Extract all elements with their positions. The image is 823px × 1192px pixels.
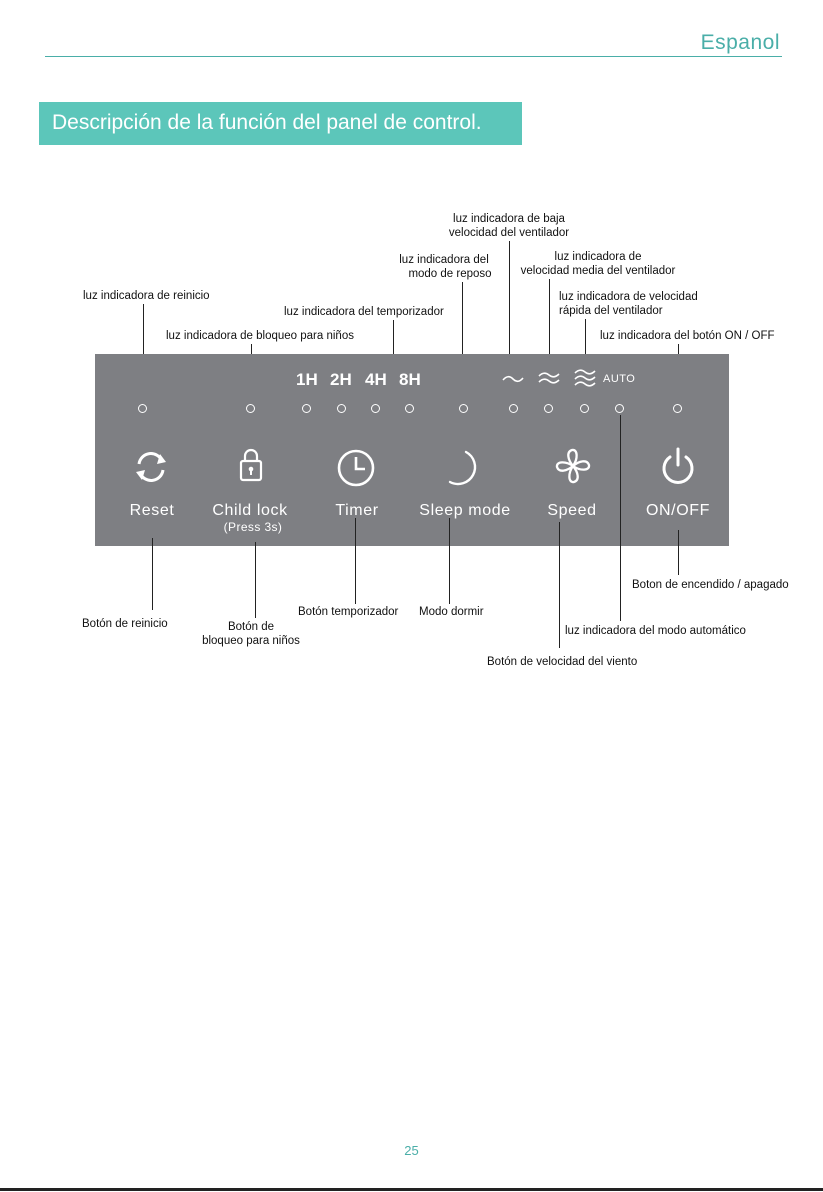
label-timer-light: luz indicadora del temporizador [284, 306, 444, 318]
led-auto [615, 404, 624, 413]
label-sleep-light-1: luz indicadora del [399, 254, 489, 266]
power-icon[interactable] [659, 446, 697, 486]
timer-2h-label: 2H [330, 370, 352, 389]
leader-reset-button [152, 538, 154, 610]
page-number: 25 [404, 1143, 419, 1158]
label-mid-speed-2: velocidad media del ventilador [520, 265, 676, 277]
reset-icon[interactable] [134, 450, 168, 484]
header-divider [45, 56, 782, 57]
label-reset-button: Botón de reinicio [82, 618, 168, 630]
label-power-button: Boton de encendido / apagado [632, 579, 789, 591]
led-power [673, 404, 682, 413]
leader-sleep-button [449, 518, 451, 604]
led-timer-8h [405, 404, 414, 413]
reset-button-label[interactable]: Reset [129, 502, 175, 519]
lock-icon[interactable] [238, 447, 264, 483]
leader-sleep-light [462, 282, 464, 388]
low-wave-icon [502, 375, 524, 383]
moon-icon[interactable] [446, 449, 482, 487]
led-timer-1h [302, 404, 311, 413]
leader-reset-light [143, 304, 145, 391]
leader-child-lock-button [255, 542, 257, 618]
label-high-speed-2: rápida del ventilador [559, 305, 663, 317]
led-child-lock [246, 404, 255, 413]
label-low-speed-1: luz indicadora de baja [453, 213, 565, 225]
fan-icon[interactable] [554, 447, 592, 485]
speed-button-label[interactable]: Speed [547, 502, 597, 519]
leader-timer-button [355, 518, 357, 604]
title-banner [39, 102, 522, 145]
timer-button-label[interactable]: Timer [335, 502, 379, 519]
label-high-speed-1: luz indicadora de velocidad [559, 291, 698, 303]
label-sleep-button: Modo dormir [419, 606, 484, 618]
led-reset [138, 404, 147, 413]
leader-mid-speed [549, 279, 551, 358]
high-wave-icon [574, 369, 596, 387]
control-panel [95, 354, 729, 546]
led-speed-low [509, 404, 518, 413]
label-timer-button: Botón temporizador [298, 606, 399, 618]
footer-rule [0, 1188, 823, 1191]
auto-label: AUTO [603, 373, 636, 385]
mid-wave-icon [538, 372, 560, 384]
leader-auto-light [620, 415, 622, 621]
label-mid-speed-1: luz indicadora de [554, 251, 642, 263]
led-timer-4h [371, 404, 380, 413]
label-low-speed-2: velocidad del ventilador [448, 227, 570, 239]
header-language: Espanol [700, 31, 780, 54]
label-auto-light: luz indicadora del modo automático [565, 625, 746, 637]
leader-high-speed [585, 319, 587, 364]
child-lock-button-label[interactable]: Child lock [212, 502, 288, 519]
label-child-lock-button-2: bloqueo para niños [202, 635, 300, 647]
leader-timer-light [393, 320, 395, 365]
child-lock-hint: (Press 3s) [223, 520, 283, 534]
led-timer-2h [337, 404, 346, 413]
timer-1h-label: 1H [296, 370, 318, 389]
led-speed-high [580, 404, 589, 413]
label-sleep-light-2: modo de reposo [408, 268, 492, 280]
power-button-label[interactable]: ON/OFF [645, 502, 711, 519]
label-reset-light: luz indicadora de reinicio [83, 290, 210, 302]
page-title: Descripción de la función del panel de c… [52, 111, 482, 134]
label-speed-button: Botón de velocidad del viento [487, 656, 638, 668]
leader-power-button [678, 530, 680, 575]
led-sleep [459, 404, 468, 413]
leader-low-speed [509, 241, 511, 358]
label-power-light: luz indicadora del botón ON / OFF [600, 330, 775, 342]
led-speed-mid [544, 404, 553, 413]
leader-speed-button [559, 522, 561, 648]
label-child-lock-button-1: Botón de [227, 621, 275, 633]
clock-icon[interactable] [336, 448, 376, 488]
label-child-lock-light: luz indicadora de bloqueo para niños [166, 330, 354, 342]
timer-4h-label: 4H [365, 370, 387, 389]
sleep-button-label[interactable]: Sleep mode [419, 502, 511, 519]
timer-8h-label: 8H [399, 370, 421, 389]
